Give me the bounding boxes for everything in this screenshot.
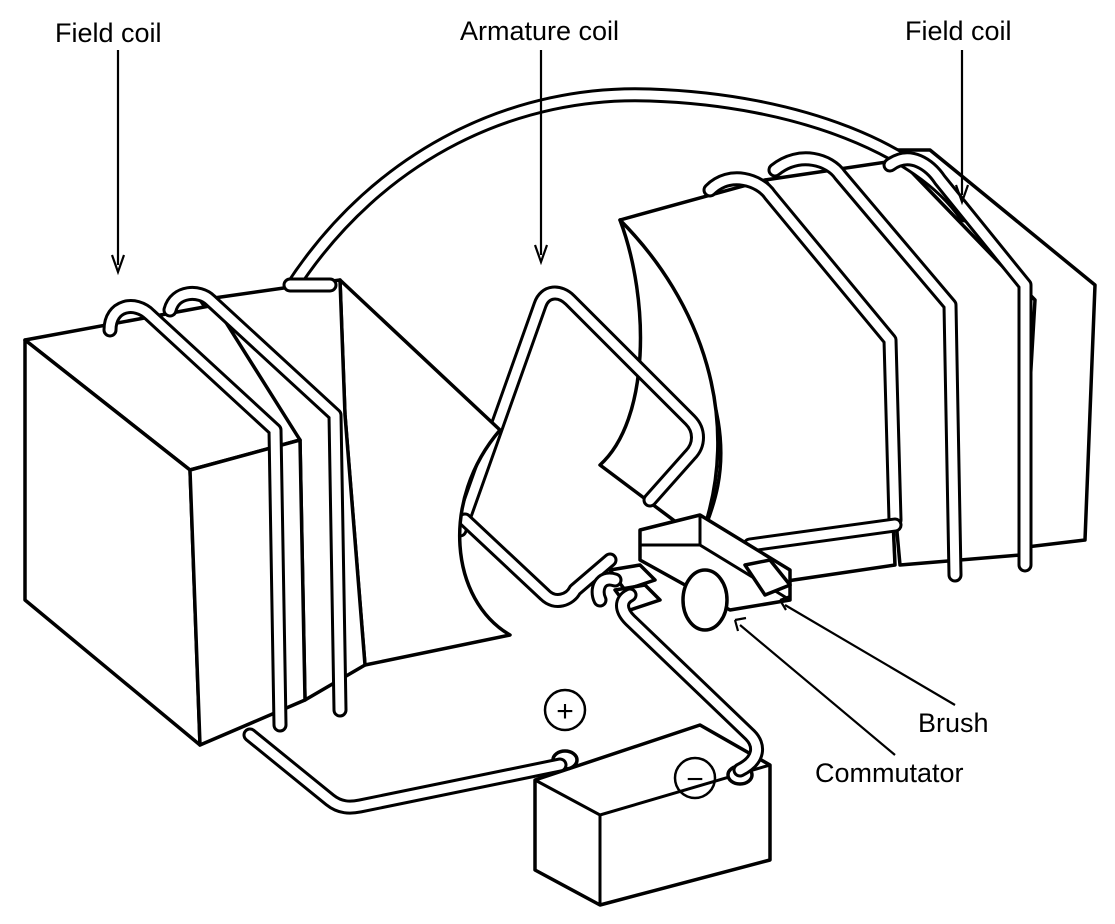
armature-coil — [452, 285, 705, 608]
positive-terminal-circle — [543, 688, 587, 732]
battery — [533, 723, 772, 907]
commutator-assembly — [608, 513, 792, 632]
left-field-coil — [102, 277, 348, 733]
right-field-coil — [702, 151, 1033, 583]
battery-wires — [242, 571, 764, 815]
negative-terminal-circle — [673, 756, 717, 800]
negative-symbol: − — [686, 763, 704, 796]
polarity-markers: + − — [543, 688, 717, 800]
label-commutator: Commutator — [815, 758, 964, 788]
label-field-coil-left: Field coil — [55, 18, 162, 48]
label-leaders — [110, 50, 970, 756]
labels: Field coil Armature coil Field coil Brus… — [55, 16, 1012, 788]
positive-symbol: + — [556, 695, 574, 728]
label-field-coil-right: Field coil — [905, 16, 1012, 46]
label-armature-coil: Armature coil — [460, 16, 619, 46]
label-brush: Brush — [918, 708, 989, 738]
